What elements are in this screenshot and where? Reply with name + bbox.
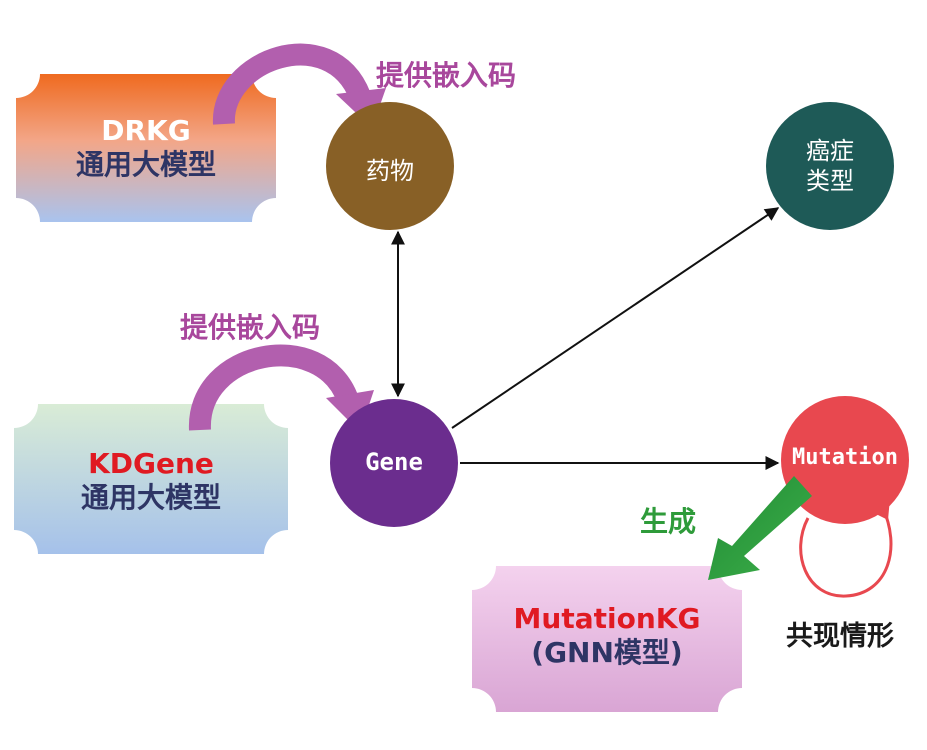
kdgene-subtitle: 通用大模型 xyxy=(80,481,221,514)
generate-label: 生成 xyxy=(640,505,697,538)
generate-arrow xyxy=(708,476,812,580)
embedding-arrow-mid xyxy=(188,344,359,431)
drkg-subtitle: 通用大模型 xyxy=(75,148,216,181)
cancer-type-line1: 癌症 xyxy=(806,137,854,165)
gene-cancer-link xyxy=(451,207,780,429)
kdgene-name: KDGene xyxy=(88,447,214,480)
provide-embedding-label-mid: 提供嵌入码 xyxy=(180,311,321,344)
gene-node xyxy=(330,399,458,527)
kdgene-card xyxy=(14,404,288,554)
mutationkg-subtitle: (GNN模型) xyxy=(531,636,683,669)
mutationkg-card-title: MutationKG (GNN模型) xyxy=(472,602,742,670)
drug-node-label: 药物 xyxy=(366,157,414,185)
cooccurrence-label: 共现情形 xyxy=(786,621,894,652)
cancer-type-line2: 类型 xyxy=(806,167,854,195)
cooccurrence-loop xyxy=(799,505,893,598)
drkg-card xyxy=(16,74,276,222)
drug-node xyxy=(326,102,454,230)
mutation-node xyxy=(781,396,909,524)
cancer-type-node xyxy=(766,102,894,230)
kdgene-card-title: KDGene 通用大模型 xyxy=(14,447,288,515)
mutation-node-label: Mutation xyxy=(792,445,898,470)
provide-embedding-label-top: 提供嵌入码 xyxy=(376,59,517,92)
mutationkg-card xyxy=(472,566,742,712)
cancer-type-node-label: 癌症 类型 xyxy=(766,136,894,196)
mutationkg-name: MutationKG xyxy=(513,602,701,635)
drkg-name: DRKG xyxy=(101,114,191,147)
drkg-card-title: DRKG 通用大模型 xyxy=(16,114,276,182)
cooccurrence-loop-head xyxy=(872,498,890,520)
embedding-arrow-top xyxy=(212,43,371,125)
gene-node-label: Gene xyxy=(365,448,423,476)
